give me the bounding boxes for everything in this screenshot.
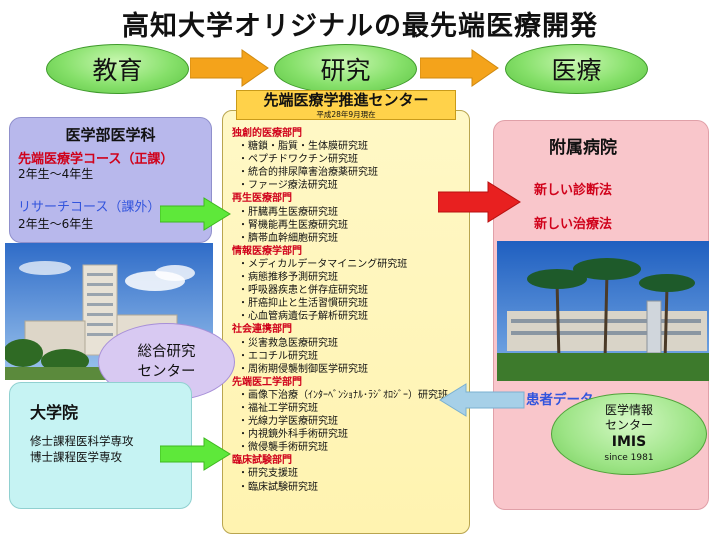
flow-arrow-2 [420,49,499,87]
hospital-photo [497,241,709,381]
faculty-course2-years: 2年生～6年生 [18,217,94,231]
research-group: ・研究支援班 [238,468,298,480]
research-group: ・微侵襲手術研究班 [238,442,328,454]
arrow-hospital-shape [438,181,521,223]
faculty-course2: リサーチコース（課外） [18,200,161,215]
research-group: ・ファージ療法研究班 [238,180,338,192]
hospital-treatment: 新しい治療法 [534,217,613,232]
hospital-title: 附属病院 [549,138,617,158]
imis-oval: 医学情報 センター IMIS since 1981 [551,393,707,475]
arrow-center-to-hospital [438,181,521,223]
department-heading: 再生医療部門 [232,193,292,205]
medicine-label: 医療 [551,56,602,85]
research-group: ・周術期侵襲制御医学研究班 [238,363,368,375]
flow-arrow-2-shape [420,49,499,87]
hospital-diagnosis: 新しい診断法 [534,183,613,198]
research-group: ・福祉工学研究班 [238,402,318,414]
department-heading: 先端医工学部門 [232,376,302,388]
arrow-faculty-to-center [160,197,231,231]
research-oval: 研究 [274,44,417,94]
imis-since: since 1981 [604,452,654,463]
graduate-line2: 博士課程医学専攻 [30,450,122,464]
research-group: ・臨床試験研究班 [238,481,318,493]
research-group: ・ペプチドワクチン研究班 [238,154,358,166]
research-group: ・糖鎖・脂質・生体膜研究班 [238,141,368,153]
center-panel [222,110,470,534]
research-group: ・肝臓再生医療研究班 [238,206,338,218]
arrow-graduate-shape [160,437,231,471]
research-group: ・光線力学医療研究班 [238,416,338,428]
page-title: 高知大学オリジナルの最先端医療開発 [122,11,598,42]
imis-line1: 医学情報 [604,402,653,417]
research-group: ・肝癌抑止と生活習慣研究班 [238,298,368,310]
arrow-patient-data [439,383,525,417]
research-group: ・呼吸器疾患と併存症研究班 [238,285,368,297]
research-group: ・エコチル研究班 [238,350,318,362]
research-label: 研究 [320,56,371,85]
faculty-course1: 先端医療学コース（正課） [18,152,174,167]
arrow-faculty-shape [160,197,231,231]
department-heading: 情報医療学部門 [232,245,302,257]
medicine-oval: 医療 [505,44,648,94]
department-list: 独創的医療部門・糖鎖・脂質・生体膜研究班・ペプチドワクチン研究班・統合的排尿障害… [232,127,480,494]
research-group: ・画像下治療（ｲﾝﾀｰﾍﾞﾝｼｮﾅﾙ･ﾗｼﾞｵﾛｼﾞｰ）研究班 [238,389,448,401]
faculty-course1-years: 2年生～4年生 [18,167,94,181]
research-group: ・統合的排尿障害治療薬研究班 [238,167,378,179]
arrow-graduate-to-center [160,437,231,471]
research-group: ・病態推移予測研究班 [238,272,338,284]
center-title: 先端医療学推進センター [263,91,429,109]
department-heading: 臨床試験部門 [232,455,292,467]
flow-arrow-1-shape [190,49,269,87]
research-group: ・内視鏡外科手術研究班 [238,429,348,441]
research-group: ・災害救急医療研究班 [238,337,338,349]
graduate-title: 大学院 [30,403,79,422]
education-label: 教育 [92,56,143,85]
research-group: ・腎機能再生医療研究班 [238,219,348,231]
department-heading: 社会連携部門 [232,324,292,336]
department-heading: 独創的医療部門 [232,128,302,139]
flow-arrow-1 [190,49,269,87]
research-group: ・メディカルデータマイニング研究班 [238,258,408,270]
research-group: ・心血管病遺伝子解析研究班 [238,311,368,323]
imis-line2: センター [604,417,653,432]
graduate-line1: 修士課程医科学専攻 [30,434,134,448]
arrow-patient-shape [439,383,525,417]
imis-name: IMIS [611,433,647,450]
education-oval: 教育 [46,44,189,94]
faculty-title: 医学部医学科 [65,126,156,144]
research-group: ・臍帯血幹細胞研究班 [238,232,338,244]
center-title-box: 先端医療学推進センター 平成28年9月現在 [236,90,456,120]
center-date: 平成28年9月現在 [316,110,376,119]
